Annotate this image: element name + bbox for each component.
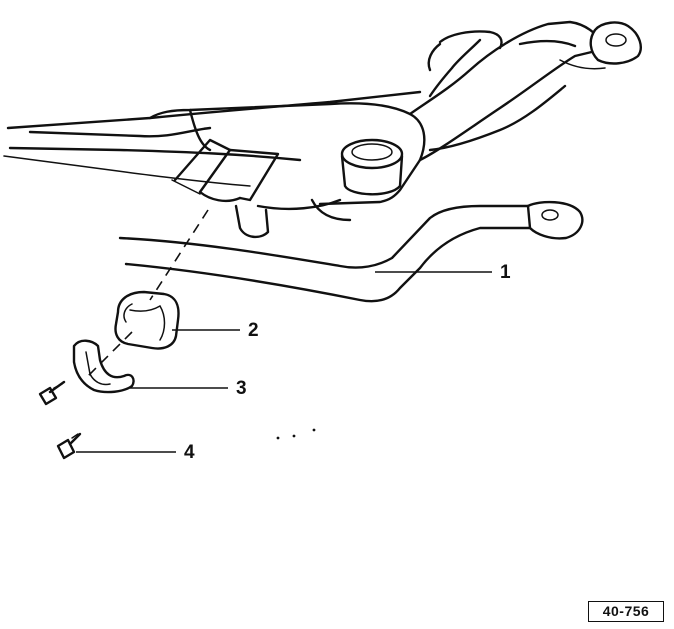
rubber-bushing <box>114 290 180 350</box>
bushing-clamp <box>72 339 135 394</box>
clamp-bolt <box>38 380 66 406</box>
assembly-line <box>85 209 209 379</box>
stabilizer-bar <box>118 200 584 303</box>
callout-stabilizer-bar: 1 <box>500 262 511 283</box>
figure-reference-code: 40-756 <box>588 601 664 622</box>
callout-bolt: 4 <box>184 442 195 463</box>
bolt <box>56 432 82 460</box>
stray-dots <box>276 428 316 440</box>
subframe-crossmember <box>3 20 642 239</box>
callout-rubber-bushing: 2 <box>248 320 259 341</box>
callout-bushing-clamp: 3 <box>236 378 247 399</box>
